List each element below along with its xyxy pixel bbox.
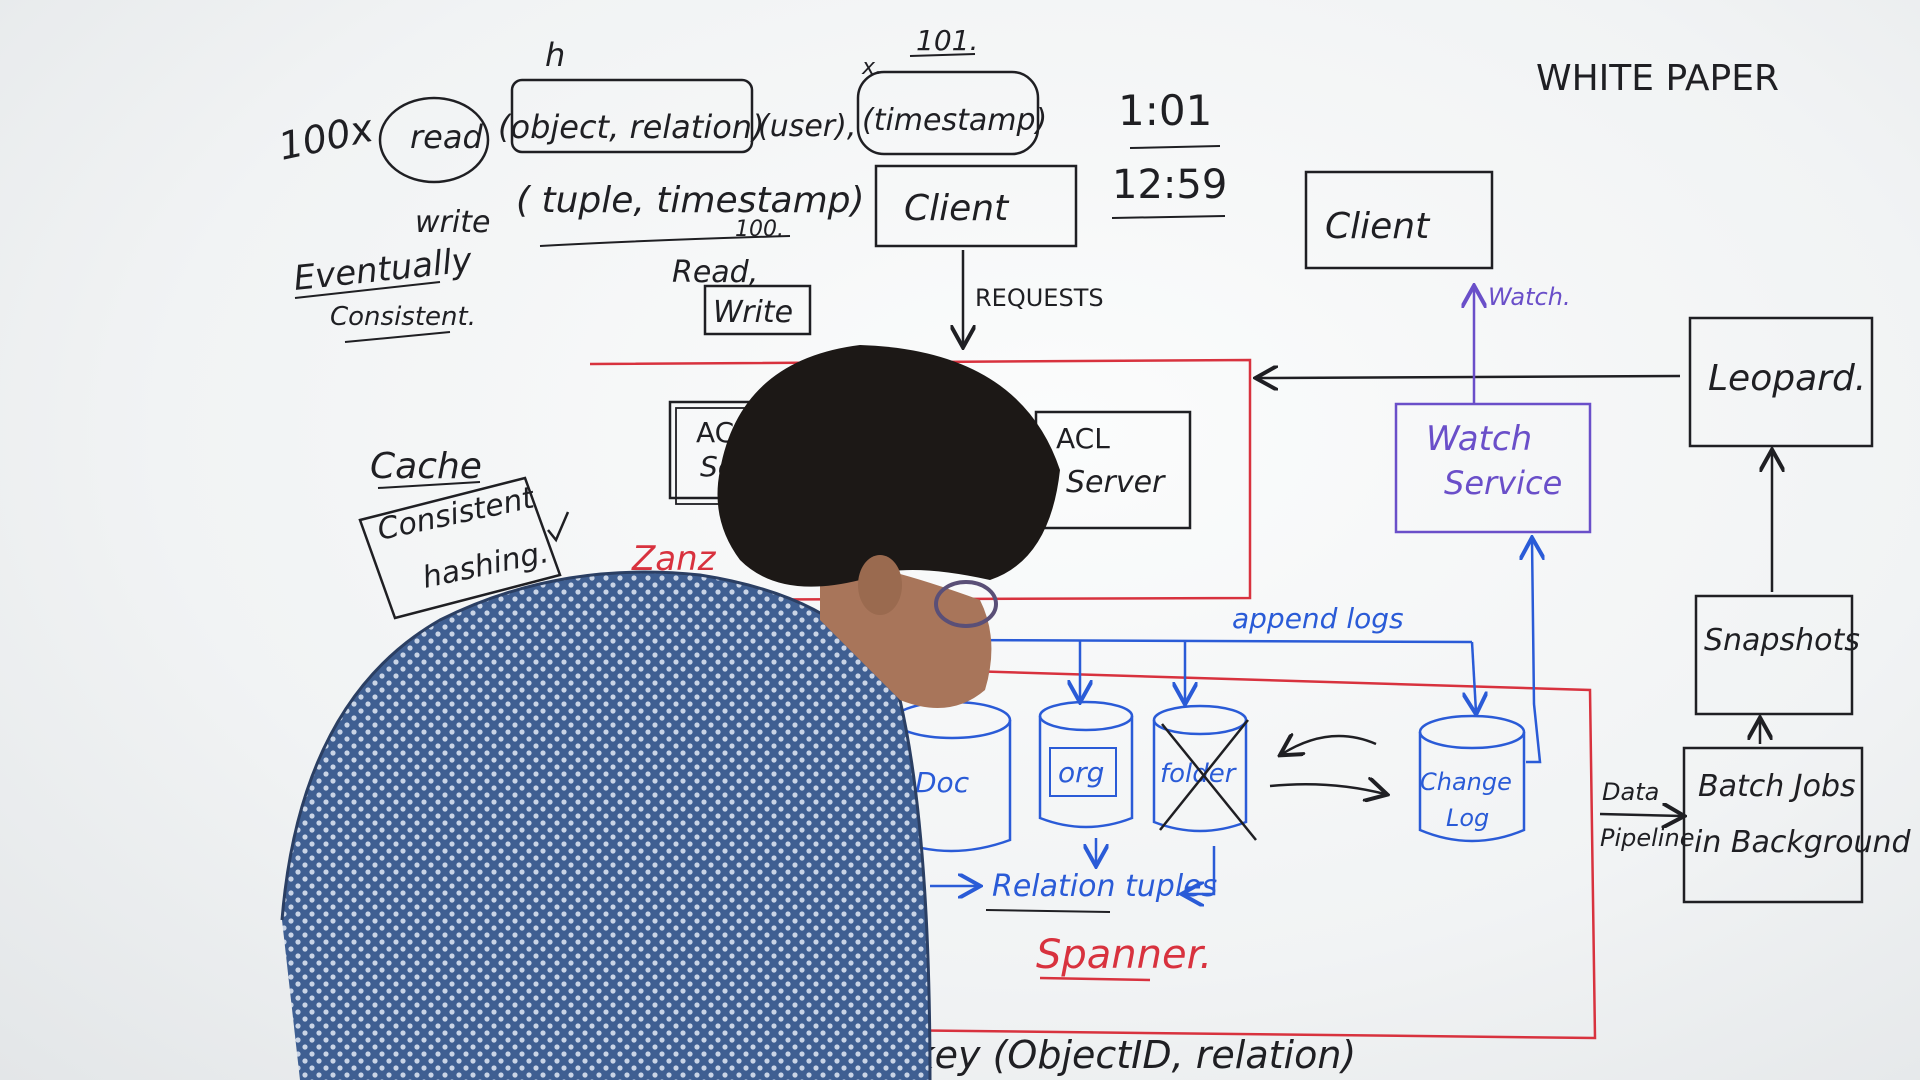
spanner-underline — [1039, 976, 1151, 982]
db-changelog-line-2: Log — [1446, 804, 1489, 832]
acl-right-line-1: ACL — [1056, 422, 1110, 455]
client-main: Client REQUESTS — [874, 164, 1104, 345]
write-underline — [539, 235, 791, 247]
db-doc-label: Doc — [915, 766, 970, 799]
x100-label: 100x — [275, 106, 378, 169]
append-logs-line — [939, 638, 1473, 644]
time-1-underline — [1129, 145, 1221, 149]
consistent-underline — [344, 331, 451, 343]
db-folder-top — [1152, 704, 1248, 736]
db-changelog-line-1: Change — [1420, 768, 1512, 796]
consistent-label: Consistent. — [330, 302, 476, 332]
client-watch-label: Client — [1325, 206, 1431, 247]
data-pipeline-line-1: Data — [1602, 778, 1659, 806]
client-main-label: Client — [904, 188, 1010, 229]
n101-label: 101. — [916, 24, 978, 57]
db-org-top — [1038, 700, 1134, 732]
presenter-shirt-edge — [280, 570, 932, 1080]
spanner-outline — [869, 666, 1597, 1040]
watch-service-box — [1394, 402, 1592, 534]
cache-underline — [377, 481, 481, 489]
cache-line-1: Consistent — [374, 480, 538, 548]
db-org-table — [1049, 747, 1117, 797]
client-main-box — [874, 164, 1078, 248]
x-mark: x. — [861, 55, 882, 80]
read-write-box — [703, 284, 812, 336]
timestamp-box — [856, 70, 1040, 156]
time-2-underline — [1111, 215, 1226, 219]
timestamp-arg: (timestamp) — [862, 103, 1047, 138]
snapshots-box — [1694, 594, 1854, 716]
time-1: 1:01 — [1118, 86, 1212, 135]
requests-label: REQUESTS — [975, 284, 1104, 312]
append-arrow-changelog — [1472, 641, 1476, 712]
batch-line-1: Batch Jobs — [1698, 769, 1856, 804]
read-write-signatures: h 100x read (object, relation) (user), (… — [275, 24, 1047, 343]
acl-right-line-2: Server — [1066, 465, 1166, 500]
data-pipeline-line-2: Pipeline — [1600, 824, 1694, 852]
spanner-box: Spanner. append logs Doc org folder Chan… — [869, 540, 1597, 1040]
write-args: ( tuple, timestamp) — [516, 180, 865, 221]
n-label: h — [545, 36, 565, 74]
db-org-label: org — [1058, 756, 1104, 789]
data-pipeline-arrow — [1599, 814, 1682, 816]
db-changelog-body — [1418, 732, 1526, 843]
read-args-box — [510, 78, 754, 154]
read-circle — [378, 96, 490, 184]
right-services: Leopard. Watch Service Watch. Snapshots … — [1258, 283, 1911, 904]
batch-line-2: in Background — [1694, 825, 1911, 860]
db-doc-top — [892, 700, 1012, 740]
eventually-label: Eventually — [292, 240, 475, 299]
cache-box — [358, 476, 562, 620]
user-arg: (user), — [758, 109, 856, 144]
watch-label: Watch. — [1488, 283, 1571, 311]
write-word: write — [415, 205, 490, 240]
check-icon — [547, 511, 570, 543]
watch-service-line-2: Service — [1444, 464, 1562, 502]
leopard-box — [1688, 316, 1874, 448]
read-write-label-2: Write — [713, 295, 793, 330]
whitepaper-title: WHITE PAPER — [1536, 58, 1779, 99]
folder-cross-2 — [1159, 719, 1249, 831]
snapshots-label: Snapshots — [1704, 623, 1860, 658]
read-args: (object, relation) — [498, 108, 765, 146]
folder-cross-1 — [1161, 723, 1257, 841]
read-word: read — [410, 118, 483, 156]
folder-to-tuples-arrow — [1184, 846, 1216, 894]
cache-title: Cache — [370, 446, 482, 487]
folder-to-changelog-arrow — [1269, 784, 1385, 794]
presenter-shirt — [282, 572, 930, 1080]
bottom-key-label: l key (ObjectID, relation) — [890, 1033, 1356, 1077]
time-2: 12:59 — [1112, 162, 1227, 208]
presenter-hair — [717, 345, 1060, 587]
times-block: 1:01 12:59 — [1111, 86, 1227, 219]
client-watch-box — [1304, 170, 1494, 270]
n101-underline — [909, 53, 976, 57]
append-logs-label: append logs — [1232, 602, 1404, 635]
changelog-to-watch-arrow — [1526, 540, 1540, 764]
presenter-glasses — [934, 580, 998, 628]
client-watch: Client — [1304, 170, 1494, 270]
leopard-label: Leopard. — [1708, 358, 1866, 399]
watch-service-line-1: Watch — [1426, 419, 1532, 459]
spanner-label: Spanner. — [1036, 932, 1212, 978]
db-folder-label: folder — [1160, 759, 1238, 789]
relation-tuples-label: Relation tuples — [992, 869, 1217, 904]
read-write-label-1: Read, — [672, 255, 758, 290]
eventually-underline — [294, 281, 441, 299]
presenter-figure — [280, 345, 1060, 1080]
db-changelog-top — [1418, 714, 1526, 750]
db-org-body — [1038, 716, 1134, 829]
changelog-to-folder-arrow — [1282, 736, 1377, 754]
relation-tuples-underline — [985, 909, 1111, 913]
leopard-to-zanzibar-arrow — [1258, 376, 1681, 378]
presenter-ear — [858, 555, 902, 615]
